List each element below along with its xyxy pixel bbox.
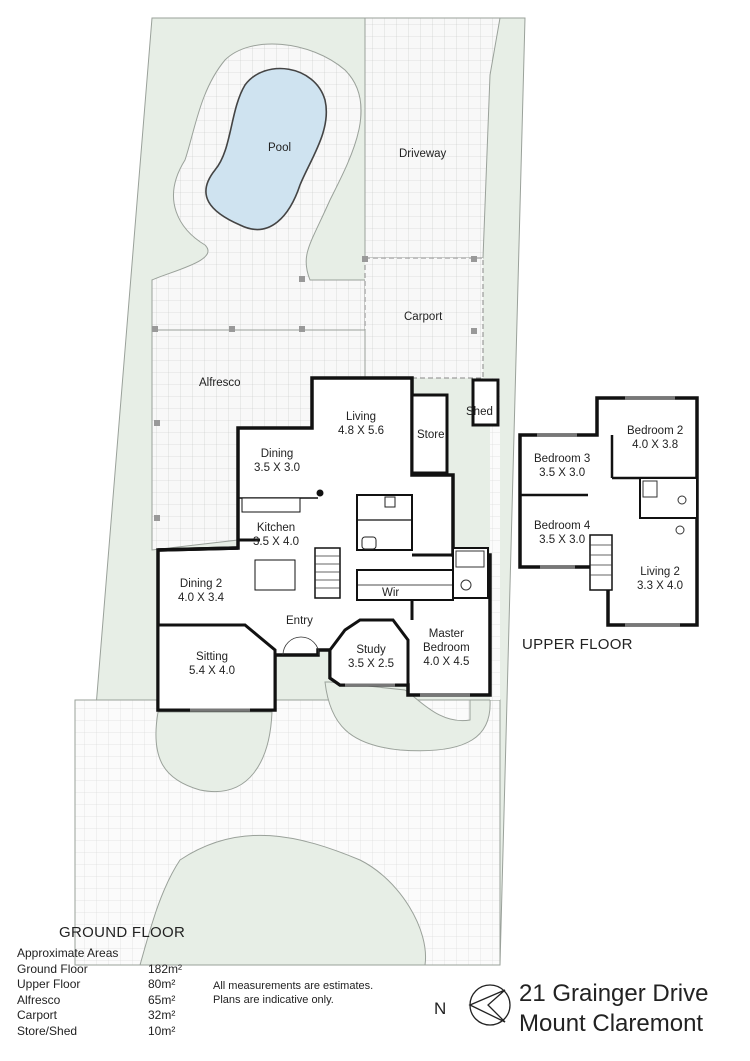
north-label: N — [434, 999, 447, 1018]
property-address: 21 Grainger Drive Mount Claremont — [519, 979, 708, 1039]
room-alfresco: Alfresco — [199, 377, 241, 389]
disclaimer-note: All measurements are estimates. Plans ar… — [213, 980, 374, 1006]
room-pool: Pool — [268, 142, 292, 154]
shed — [471, 378, 500, 427]
stairs-ground — [314, 547, 341, 599]
side-paving — [483, 378, 500, 700]
ground-floor-heading: GROUND FLOOR — [59, 924, 186, 941]
stairs-upper — [589, 534, 613, 591]
north-arrow-icon — [468, 984, 511, 1026]
alfresco-posts — [152, 256, 477, 521]
carport — [364, 257, 484, 379]
room-carport: Carport — [404, 311, 443, 323]
room-shed: Shed — [466, 406, 493, 418]
areas-title: Approximate Areas — [17, 946, 119, 960]
pool-water — [205, 67, 328, 231]
house-ground-floor — [156, 376, 492, 712]
room-entry: Entry — [286, 615, 313, 627]
study-garden — [324, 681, 491, 752]
house-upper-floor — [518, 396, 699, 627]
room-store: Store — [417, 429, 445, 441]
address-line-2: Mount Claremont — [519, 1010, 704, 1037]
room-wir: Wir — [382, 587, 400, 599]
front-curve-lawn — [155, 711, 273, 792]
upper-floor-heading: UPPER FLOOR — [522, 636, 633, 653]
address-line-1: 21 Grainger Drive — [519, 980, 709, 1007]
room-driveway: Driveway — [399, 148, 447, 160]
driveway — [364, 17, 501, 259]
